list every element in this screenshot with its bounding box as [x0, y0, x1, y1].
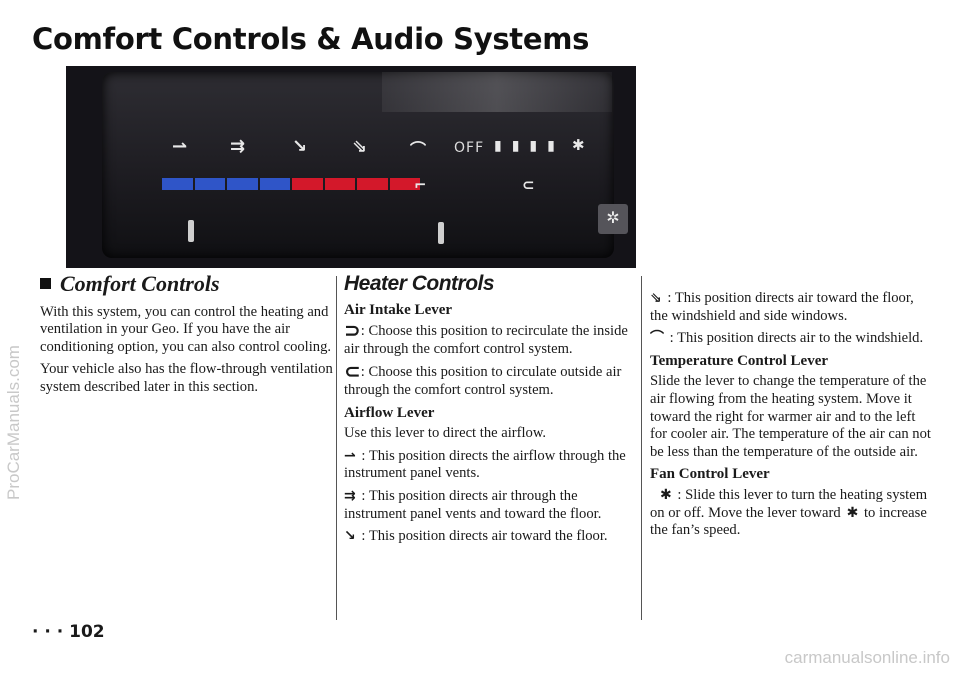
paragraph: ⇉ : This position directs air through th… [344, 487, 602, 522]
paragraph: ⊃: Choose this position to recirculate t… [344, 318, 628, 357]
paragraph: Slide the lever to change the temperatur… [650, 373, 931, 460]
paragraph: ⇀ : This position directs the airflow th… [344, 447, 626, 482]
temp-warm-segment [357, 178, 388, 190]
bilevel-mode-icon: ⇉ [230, 136, 246, 157]
column-comfort-controls: Comfort Controls With this system, you c… [40, 273, 335, 402]
vent-mode-icon: ⇀ [344, 447, 356, 464]
paragraph: With this system, you can control the he… [40, 303, 332, 355]
paragraph: ⌒ : This position directs air to the win… [650, 330, 924, 347]
fan-speed-ticks: ▮▮▮▮ [494, 138, 565, 154]
control-panel: ⇀ ⇉ ↘ ⇘ ⌒ OFF ▮▮▮▮ ✱ ⌐ ⊂ ✲ [102, 72, 628, 258]
fan-icon: ✱ [660, 486, 672, 503]
column-divider [641, 276, 642, 620]
temperature-lever-heading: Temperature Control Lever [650, 352, 829, 369]
recirculate-icon: ⌐ [414, 176, 427, 194]
paragraph: ✱ : Slide this lever to turn the heating… [650, 486, 928, 539]
glare [382, 72, 612, 112]
page-number: · · · 102 [32, 622, 105, 642]
vent-mode-icon: ⇀ [172, 136, 188, 157]
defrost-mode-icon: ⌒ [410, 140, 427, 159]
bullet-square-icon [40, 278, 51, 289]
ac-button[interactable]: ✲ [598, 204, 628, 234]
footer-watermark: carmanualsonline.info [784, 648, 950, 667]
fan-lever-heading: Fan Control Lever [650, 466, 770, 483]
recirculate-icon: ⊃ [344, 318, 361, 343]
heater-controls-heading: Heater Controls [344, 272, 495, 295]
temp-warm-segment [292, 178, 323, 190]
side-watermark: ProCarManuals.com [4, 345, 23, 500]
paragraph: ↘ : This position directs air toward the… [344, 528, 608, 545]
airflow-heading: Airflow Lever [344, 404, 435, 421]
paragraph: Your vehicle also has the flow-through v… [40, 361, 333, 395]
airflow-lever[interactable] [188, 220, 194, 242]
floor-defrost-mode-icon: ⇘ [650, 290, 662, 306]
temp-cool-segment [227, 178, 258, 190]
paragraph: Use this lever to direct the airflow. [344, 425, 547, 442]
column-divider [336, 276, 337, 620]
air-intake-heading: Air Intake Lever [344, 301, 453, 318]
floor-mode-icon: ↘ [292, 136, 308, 157]
fan-icon: ✱ [572, 136, 585, 154]
temp-warm-segment [389, 178, 420, 190]
column-controls-continued: ⇘ : This position directs air toward the… [650, 290, 932, 545]
temp-warm-segment [324, 178, 355, 190]
temp-cool-segment [162, 178, 193, 190]
paragraph: ⊂: Choose this position to circulate out… [344, 359, 622, 398]
floor-mode-icon: ↘ [344, 528, 356, 545]
page-title: Comfort Controls & Audio Systems [32, 22, 590, 56]
outside-air-icon: ⊂ [344, 359, 361, 384]
comfort-controls-heading: Comfort Controls [40, 273, 335, 295]
temperature-lever[interactable] [438, 222, 444, 244]
defrost-mode-icon: ⌒ [650, 330, 664, 347]
column-heater-controls: Heater Controls Air Intake Lever ⊃: Choo… [344, 272, 634, 551]
temp-cool-segment [259, 178, 290, 190]
control-panel-photo: ⇀ ⇉ ↘ ⇘ ⌒ OFF ▮▮▮▮ ✱ ⌐ ⊂ ✲ [66, 66, 636, 268]
floor-defrost-mode-icon: ⇘ [352, 136, 368, 157]
bilevel-mode-icon: ⇉ [344, 487, 356, 504]
paragraph: ⇘ : This position directs air toward the… [650, 290, 914, 324]
outside-air-icon: ⊂ [522, 176, 535, 194]
fan-off-label: OFF [454, 140, 485, 156]
temperature-scale [162, 178, 422, 190]
fan-icon: ✱ [846, 504, 859, 521]
temp-cool-segment [194, 178, 225, 190]
